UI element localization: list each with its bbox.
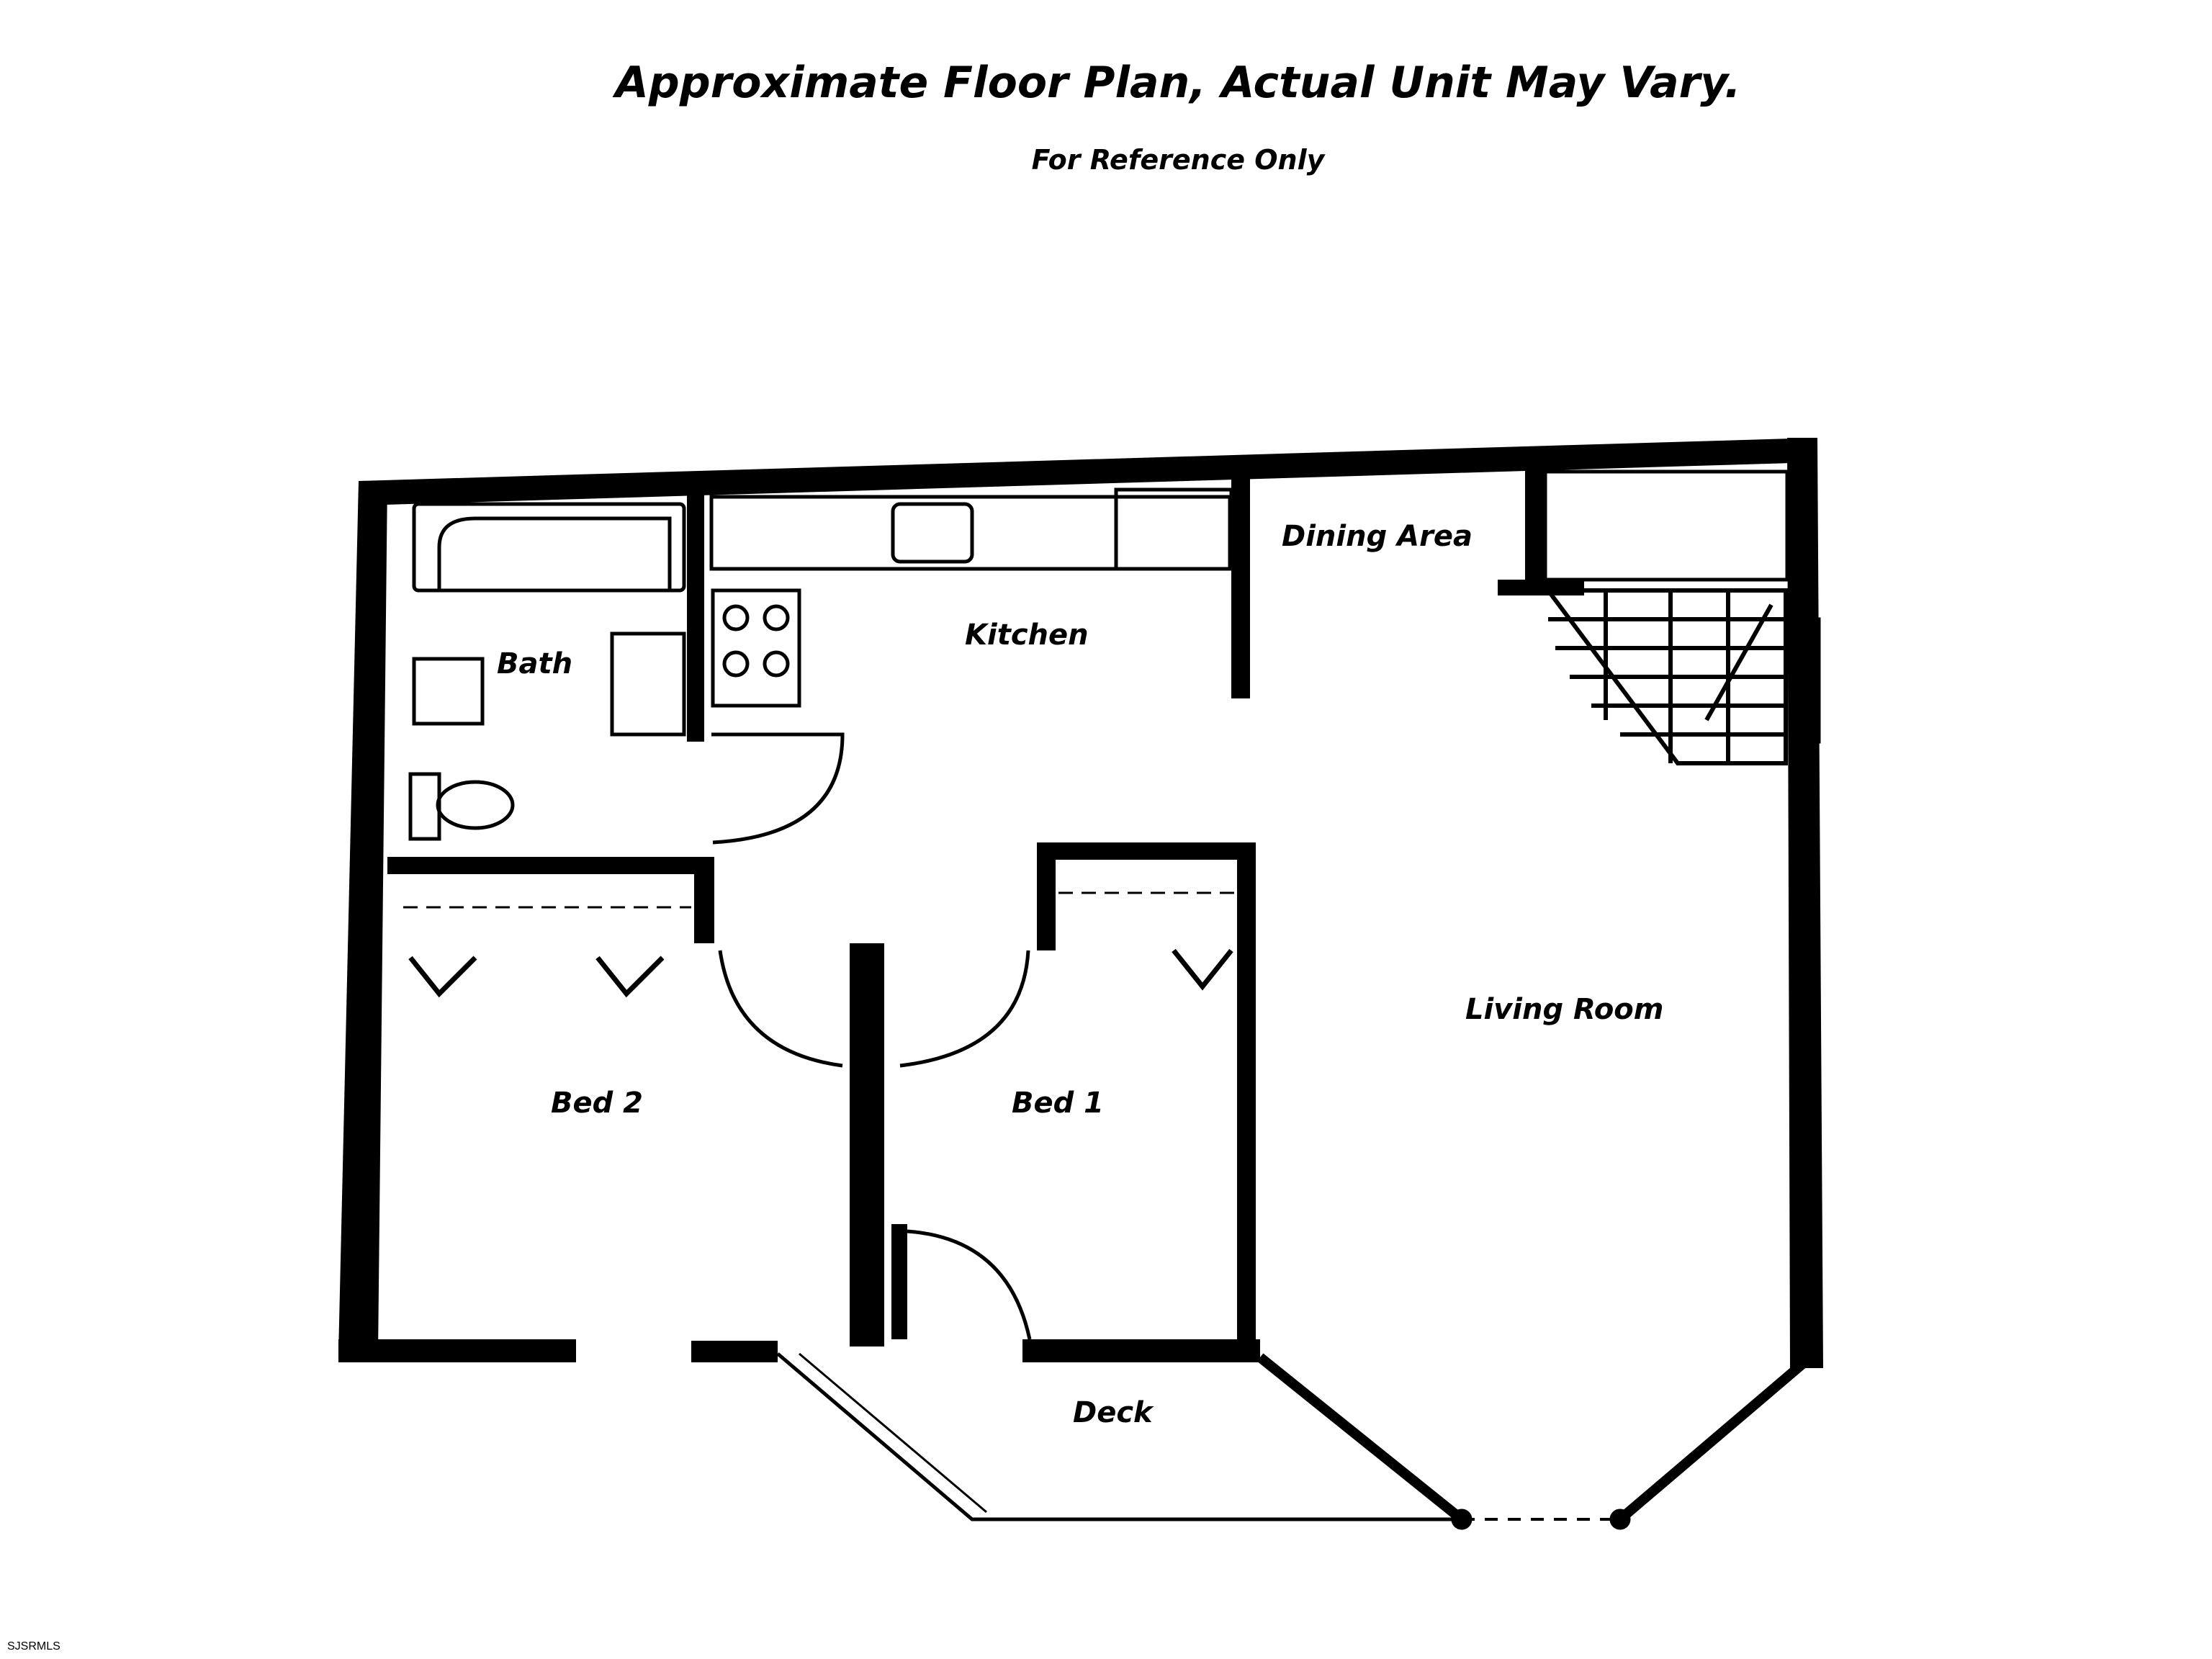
stair-top-wall xyxy=(1498,580,1584,595)
door-swings xyxy=(711,732,1032,1340)
bed1-door-stub xyxy=(891,1224,907,1339)
bottom-wall-left xyxy=(338,1339,576,1362)
label-bed-2: Bed 2 xyxy=(551,1087,643,1120)
bed2-closet-east xyxy=(694,857,714,943)
bath-south-wall xyxy=(387,857,711,874)
right-wall xyxy=(1787,438,1823,1368)
bath-door-swing xyxy=(711,732,845,845)
bathtub-basin xyxy=(437,516,672,590)
deck-window-left xyxy=(1256,1353,1465,1524)
burner xyxy=(763,604,790,631)
label-living-room: Living Room xyxy=(1465,993,1663,1026)
bottom-wall-bed1 xyxy=(1022,1339,1260,1362)
stair-diagonal xyxy=(1704,603,1773,721)
label-bath: Bath xyxy=(497,647,572,680)
outer-walls xyxy=(338,438,1823,1368)
bathtub xyxy=(412,502,686,593)
deck-railing-inner xyxy=(799,1352,987,1514)
fixtures xyxy=(408,469,1821,841)
stair-closet-wall xyxy=(1525,468,1545,590)
label-deck: Deck xyxy=(1073,1396,1154,1429)
left-wall xyxy=(338,481,387,1354)
toilet-tank xyxy=(408,772,441,841)
label-kitchen: Kitchen xyxy=(965,619,1089,652)
bottom-wall-mid xyxy=(691,1341,778,1362)
interior-walls xyxy=(387,468,1584,1354)
deck-railing xyxy=(776,1352,1455,1521)
stair-window xyxy=(1788,617,1821,744)
burner xyxy=(763,650,790,678)
bed-divider-wall xyxy=(850,943,884,1346)
bed1-door-swing xyxy=(899,950,1030,1068)
bath-sink xyxy=(412,657,485,726)
bed2-closet-door xyxy=(595,956,665,998)
burner xyxy=(722,650,750,678)
staircase xyxy=(1544,588,1788,765)
label-bed-1: Bed 1 xyxy=(1012,1087,1104,1120)
bed1-closet-west xyxy=(1037,842,1056,950)
plan-title: Approximate Floor Plan, Actual Unit May … xyxy=(615,58,1741,108)
bath-vanity xyxy=(610,631,686,737)
burner xyxy=(722,604,750,631)
kitchen-sink xyxy=(891,502,974,564)
plan-subtitle: For Reference Only xyxy=(1031,144,1325,176)
bed1-east-wall xyxy=(1237,842,1256,1354)
deck-door-swing xyxy=(907,1229,1032,1340)
bed1-north-wall xyxy=(1037,842,1253,860)
bed1-closet-door xyxy=(1172,948,1233,991)
window-post xyxy=(1451,1509,1473,1530)
toilet xyxy=(436,780,515,830)
closet-doors xyxy=(403,891,1236,998)
bed2-closet-door xyxy=(408,956,477,998)
watermark: SJSRMLS xyxy=(7,1640,60,1653)
bath-east-wall xyxy=(687,490,704,742)
stair-closet-box xyxy=(1543,469,1789,582)
range xyxy=(711,588,801,708)
bed2-door-swing xyxy=(718,950,843,1068)
top-wall xyxy=(359,438,1817,505)
kitchen-dining-divider xyxy=(1231,475,1250,698)
window-post xyxy=(1609,1509,1631,1530)
bay-window-right xyxy=(1617,1349,1818,1524)
label-dining-area: Dining Area xyxy=(1282,520,1473,553)
refrigerator xyxy=(1114,487,1233,571)
deck-and-bay xyxy=(776,1349,1818,1530)
